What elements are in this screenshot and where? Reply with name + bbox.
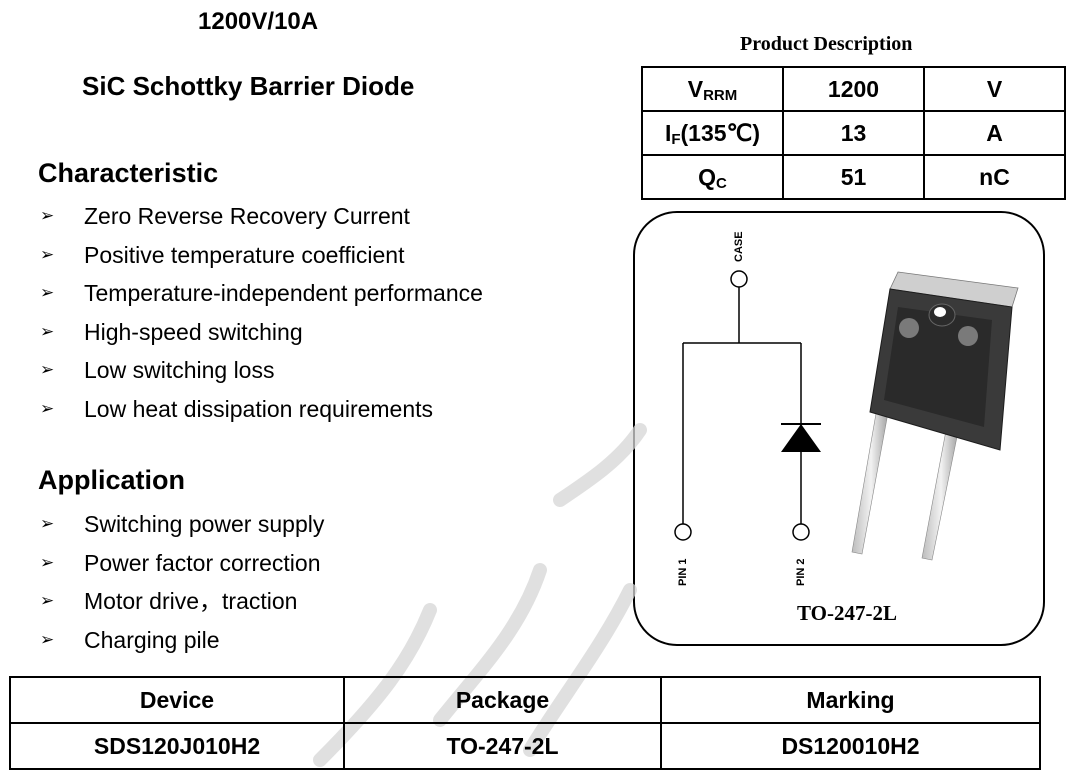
list-item: ➢Low switching loss [40, 357, 275, 384]
table-row: QC 51 nC [641, 154, 1066, 200]
list-item: ➢Switching power supply [40, 511, 325, 538]
list-item: ➢High-speed switching [40, 318, 303, 345]
bullet-arrow-icon: ➢ [40, 552, 55, 572]
value-cell: 51 [782, 154, 925, 200]
to247-package-icon [851, 271, 1019, 561]
value-cell: 1200 [782, 66, 925, 112]
bullet-arrow-icon: ➢ [40, 629, 55, 649]
value-cell: 13 [782, 110, 925, 156]
param-cell: QC [641, 154, 784, 200]
bullet-arrow-icon: ➢ [40, 206, 55, 226]
characteristic-list: ➢Zero Reverse Recovery Current ➢Positive… [40, 197, 483, 428]
application-heading: Application [38, 465, 185, 495]
header-marking: Marking [660, 676, 1041, 724]
device-cell: SDS120J010H2 [9, 722, 345, 770]
table-row: SDS120J010H2 TO-247-2L DS120010H2 [9, 722, 1041, 770]
rating-title: 1200V/10A [198, 8, 319, 35]
bullet-arrow-icon: ➢ [40, 244, 55, 264]
characteristic-heading: Characteristic [38, 158, 219, 188]
case-label: CASE [733, 231, 745, 262]
table-header-row: Device Package Marking [9, 676, 1041, 724]
list-item: ➢Positive temperature coefficient [40, 241, 405, 268]
bullet-arrow-icon: ➢ [40, 398, 55, 418]
header-package: Package [343, 676, 662, 724]
param-cell: VRRM [641, 66, 784, 112]
diode-symbol-icon [781, 424, 821, 452]
unit-cell: V [923, 66, 1066, 112]
table-row: IF(135℃) 13 A [641, 110, 1066, 156]
unit-cell: nC [923, 154, 1066, 200]
bullet-arrow-icon: ➢ [40, 591, 55, 611]
list-item: ➢Low heat dissipation requirements [40, 395, 434, 422]
table-row: VRRM 1200 V [641, 66, 1066, 112]
application-list: ➢Switching power supply ➢Power factor co… [40, 505, 324, 659]
product-description-table: VRRM 1200 V IF(135℃) 13 A QC 51 nC [641, 66, 1066, 200]
pin1-terminal [674, 523, 692, 541]
pin2-terminal [792, 523, 810, 541]
header-device: Device [9, 676, 345, 724]
list-item: ➢Charging pile [40, 626, 220, 653]
case-terminal [730, 270, 748, 288]
bullet-arrow-icon: ➢ [40, 360, 55, 380]
list-item: ➢Zero Reverse Recovery Current [40, 203, 410, 230]
unit-cell: A [923, 110, 1066, 156]
package-name-label: TO-247-2L [797, 601, 897, 625]
package-cell: TO-247-2L [343, 722, 662, 770]
list-item: ➢Temperature-independent performance [40, 280, 483, 307]
marking-cell: DS120010H2 [660, 722, 1041, 770]
list-item: ➢Motor drive，traction [40, 588, 298, 615]
bullet-arrow-icon: ➢ [40, 514, 55, 534]
pin2-label: PIN 2 [795, 558, 807, 586]
bullet-arrow-icon: ➢ [40, 283, 55, 303]
param-cell: IF(135℃) [641, 110, 784, 156]
ordering-table: Device Package Marking SDS120J010H2 TO-2… [9, 676, 1041, 770]
bullet-arrow-icon: ➢ [40, 321, 55, 341]
product-description-title: Product Description [740, 33, 913, 55]
product-type-title: SiC Schottky Barrier Diode [82, 71, 415, 101]
list-item: ➢Power factor correction [40, 549, 321, 576]
